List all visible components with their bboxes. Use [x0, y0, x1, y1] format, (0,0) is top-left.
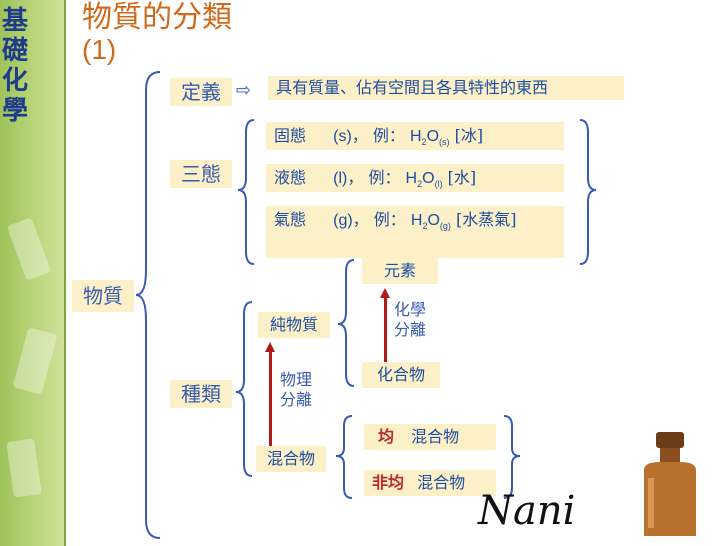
compound-label: 化合物 — [376, 365, 425, 384]
element-label: 元素 — [383, 261, 416, 280]
definition-arrow-icon: ⇨ — [236, 80, 252, 101]
sidebar-decoration — [0, 0, 64, 546]
states-node: 三態 — [170, 160, 232, 188]
state-name: 固態 — [274, 126, 307, 145]
heterogeneous-mixture-node: 非均 混合物 — [364, 470, 496, 496]
chemical-separation-arrow — [384, 296, 387, 362]
state-name: 氣態 — [274, 210, 307, 229]
mixture-left-brace — [335, 415, 353, 499]
state-symbol: (s) — [333, 128, 352, 145]
mixture-right-brace — [503, 415, 521, 499]
sidebar-title-char: 基 — [1, 6, 28, 36]
sidebar-title: 基 礎 化 學 — [0, 6, 30, 126]
separator: ， — [352, 210, 369, 229]
definition-node: 定義 — [170, 78, 232, 106]
element-node: 元素 — [362, 258, 438, 284]
pure-substance-node: 純物質 — [258, 312, 330, 338]
states-left-brace — [237, 119, 255, 265]
definition-text: 具有質量、佔有空間且各具特性的東西 — [268, 76, 624, 100]
states-right-brace — [579, 119, 597, 265]
example-note: [水] — [447, 168, 477, 187]
root-node-matter: 物質 — [72, 280, 134, 312]
physical-separation-label: 物理分離 — [280, 370, 313, 409]
root-label: 物質 — [83, 284, 123, 308]
state-symbol: (l) — [333, 170, 348, 187]
sidebar-title-char: 學 — [1, 96, 28, 126]
example-label: 例： — [368, 168, 401, 187]
example-label: 例： — [373, 210, 406, 229]
page-subtitle: (1) — [82, 34, 117, 65]
bottle-icon — [6, 217, 52, 281]
sidebar-title-char: 化 — [1, 66, 28, 96]
formula: H2O(g) — [410, 212, 451, 232]
heterogeneous-prefix: 非均 — [372, 473, 405, 492]
separator: ， — [347, 168, 364, 187]
main-brace — [135, 71, 161, 539]
state-row-liquid: 液態 (l)， 例： H2O(l) [水] — [266, 164, 564, 192]
pure-substance-label: 純物質 — [269, 315, 318, 334]
state-row-solid: 固態 (s)， 例： H2O(s) [冰] — [266, 122, 564, 150]
page-title: 物質的分類 — [82, 0, 232, 35]
reagent-bottle-icon — [644, 432, 696, 536]
example-note: [水蒸氣] — [456, 210, 517, 229]
mixture-node: 混合物 — [256, 446, 326, 472]
sidebar-divider — [64, 0, 66, 546]
state-symbol: (g) — [333, 212, 353, 229]
definition-text-value: 具有質量、佔有空間且各具特性的東西 — [276, 78, 549, 97]
arrow-head-icon — [380, 288, 390, 298]
signature-logo: Nani — [478, 488, 576, 534]
types-node: 種類 — [170, 380, 232, 408]
types-label: 種類 — [181, 382, 221, 406]
homogeneous-label: 混合物 — [411, 427, 460, 446]
types-left-brace — [235, 301, 253, 477]
bottle-icon — [6, 438, 42, 498]
physical-separation-arrow — [269, 350, 272, 446]
definition-label: 定義 — [181, 80, 221, 104]
formula: H2O(s) — [409, 128, 450, 148]
chemical-separation-label: 化學分離 — [394, 300, 427, 339]
sidebar-title-char: 礎 — [1, 36, 28, 66]
arrow-head-icon — [265, 342, 275, 352]
pure-brace — [337, 259, 355, 387]
example-note: [冰] — [454, 126, 484, 145]
separator: ， — [351, 126, 368, 145]
homogeneous-mixture-node: 均 混合物 — [364, 424, 496, 450]
compound-node: 化合物 — [362, 362, 440, 388]
state-row-gas: 氣態 (g)， 例： H2O(g) [水蒸氣] — [266, 206, 564, 258]
example-label: 例： — [372, 126, 405, 145]
bottle-icon — [12, 327, 58, 395]
heterogeneous-label: 混合物 — [417, 473, 466, 492]
mixture-label: 混合物 — [266, 449, 315, 468]
homogeneous-prefix: 均 — [378, 427, 395, 446]
formula: H2O(l) — [405, 170, 443, 190]
state-name: 液態 — [274, 168, 307, 187]
states-label: 三態 — [181, 162, 221, 186]
